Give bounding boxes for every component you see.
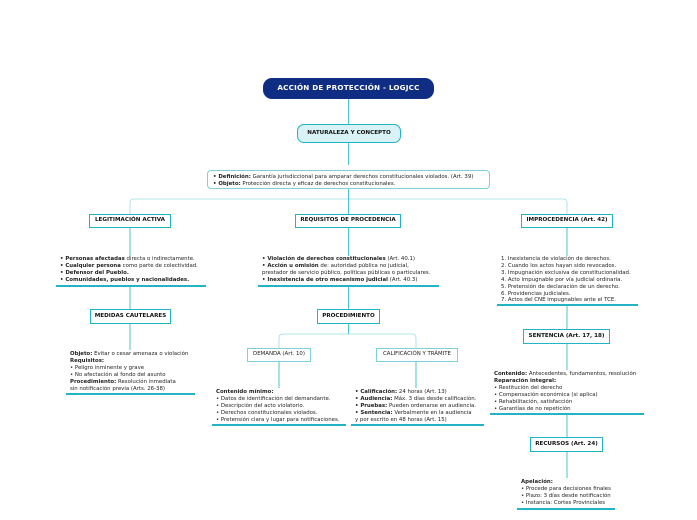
sentencia-items: Contenido: Antecedentes, fundamentos, re…	[494, 371, 637, 412]
legitimacion-underline	[56, 285, 206, 287]
objeto-label: • Objeto:	[213, 181, 241, 188]
improcedencia-items: 1. Inexistencia de violación de derechos…	[501, 256, 631, 304]
calificacion-underline	[351, 424, 484, 426]
list-item: • Personas afectadas directa o indirecta…	[60, 256, 195, 262]
calificacion-tramite-node[interactable]: CALIFICACIÓN Y TRÁMITE	[376, 348, 458, 362]
objeto-text: Protección directa y eficaz de derechos …	[240, 181, 396, 188]
requisitos-procedencia-node[interactable]: REQUISITOS DE PROCEDENCIA	[295, 214, 401, 228]
list-item: • Comunidades, pueblos y nacionalidades.	[60, 276, 190, 283]
connector-procedimiento-branches	[278, 333, 417, 348]
improcedencia-node[interactable]: IMPROCEDENCIA (Art. 42)	[521, 214, 613, 228]
medidas-cautelares-node[interactable]: MEDIDAS CAUTELARES	[90, 309, 171, 324]
requisitos-items: • Violación de derechos constitucionales…	[262, 256, 431, 283]
root-node-title[interactable]: ACCIÓN DE PROTECCIÓN - LOGJCC	[263, 78, 434, 99]
recursos-items: Apelación: • Procede para decisiones fin…	[521, 479, 611, 506]
demanda-underline	[212, 424, 346, 426]
improcedencia-underline	[497, 304, 638, 306]
definicion-label: • Definición:	[213, 174, 251, 180]
definicion-text: Garantía jurisdiccional para amparar der…	[250, 174, 474, 180]
medidas-items: Objeto: Evitar o cesar amenaza o violaci…	[70, 351, 189, 392]
recursos-node[interactable]: RECURSOS (Art. 24)	[530, 437, 603, 452]
requisitos-underline	[258, 285, 439, 287]
legitimacion-items: • Personas afectadas directa o indirecta…	[60, 256, 198, 284]
calificacion-items: • Calificación: 24 horas (Art. 13) • Aud…	[355, 389, 477, 423]
list-item: • Cualquier persona como parte de colect…	[60, 262, 198, 269]
demanda-node[interactable]: DEMANDA (Art. 10)	[247, 348, 311, 362]
recursos-underline	[517, 508, 615, 510]
sentencia-underline	[490, 413, 644, 415]
procedimiento-node[interactable]: PROCEDIMIENTO	[317, 309, 380, 324]
medidas-underline	[66, 393, 195, 395]
demanda-items: Contenido mínimo: • Datos de identificac…	[216, 389, 340, 423]
naturaleza-concepto-node[interactable]: NATURALEZA Y CONCEPTO	[297, 124, 401, 143]
list-item: • Defensor del Pueblo.	[60, 269, 129, 276]
legitimacion-activa-node[interactable]: LEGITIMACIÓN ACTIVA	[89, 214, 171, 228]
definicion-node[interactable]: • Definición: Garantía jurisdiccional pa…	[207, 170, 490, 189]
sentencia-node[interactable]: SENTENCIA (Art. 17, 18)	[523, 329, 610, 344]
